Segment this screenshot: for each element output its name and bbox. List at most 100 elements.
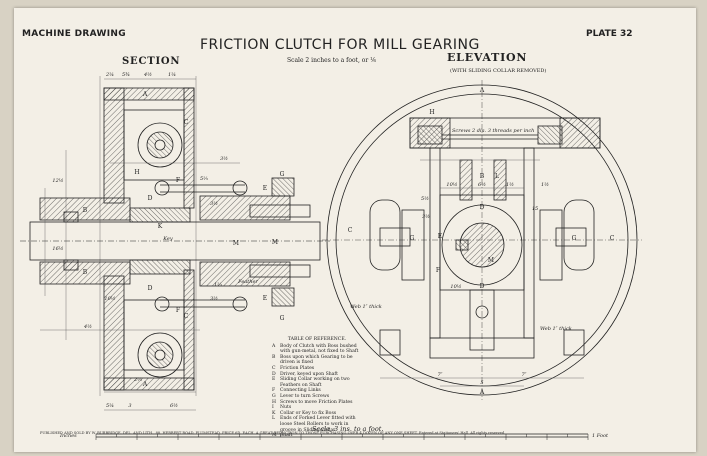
section-letter: D xyxy=(148,285,153,292)
reference-key: K xyxy=(272,410,276,416)
section-letter: M xyxy=(272,239,278,246)
section-dimension: 6½ xyxy=(170,402,178,409)
scale-bar xyxy=(95,433,589,440)
section-letter: E xyxy=(263,295,267,302)
section-dimension: 1⅓ xyxy=(214,282,222,288)
elevation-letter: C xyxy=(610,235,615,242)
series-label: MACHINE DRAWING xyxy=(22,29,126,39)
elevation-letters: A B C D E F G H L M D C G A xyxy=(348,87,615,396)
reference-text: Sliding Collar working on two Feathers o… xyxy=(280,377,350,388)
elevation-letter: A xyxy=(479,389,485,396)
reference-text: Collar or Key to fix Boss xyxy=(280,410,337,416)
section-dimension: 16½ xyxy=(52,245,63,252)
section-dimensions: 2¼ 5¾ 4½ 1¼ 3½ 5⅕ 3½ 12½ 16½ Key Feather… xyxy=(52,71,258,409)
reference-key: I xyxy=(272,405,274,411)
reference-table-row: K Collar or Key to fix Boss xyxy=(272,411,362,417)
section-letter: B xyxy=(83,207,88,214)
elevation-dimension: 5 xyxy=(480,380,483,386)
section-dimension: 5¼ xyxy=(106,402,114,409)
reference-table-title: TABLE OF REFERENCE. xyxy=(287,337,347,342)
reference-key: C xyxy=(272,365,276,371)
elevation-letter: F xyxy=(436,267,440,274)
reference-table-row: D Driver, keyed upon Shaft xyxy=(272,372,362,378)
elevation-letter: E xyxy=(438,233,442,240)
section-dimension: 12½ xyxy=(52,177,63,184)
reference-key: G xyxy=(272,393,276,399)
section-letter: A xyxy=(142,381,148,388)
section-letter: F xyxy=(176,307,180,314)
elevation-letter: H xyxy=(429,109,434,116)
elevation-dimension: 7″ xyxy=(437,372,442,378)
reference-key: E xyxy=(272,377,276,383)
section-letters: A B C D E F G H M K M B C D E F G A xyxy=(83,91,285,388)
elevation-dimension: 7″ xyxy=(521,372,526,378)
elevation-letter: A xyxy=(479,87,485,94)
elevation-letter: B xyxy=(480,173,485,180)
reference-table-row: F Connecting Links xyxy=(272,388,362,394)
elevation-dimension: 10½ xyxy=(446,181,457,188)
elevation-view-title: ELEVATION xyxy=(447,51,528,64)
reference-text: Shaft xyxy=(280,433,293,439)
reference-key: F xyxy=(272,388,276,394)
elevation-dimension: 5½ xyxy=(421,195,429,202)
reference-text: Ends of Forked Lever fitted with loose S… xyxy=(280,416,356,433)
section-dimension: 3½ xyxy=(220,155,228,162)
elevation-letter: G xyxy=(410,235,415,242)
page-title: FRICTION CLUTCH FOR MILL GEARING xyxy=(200,37,480,53)
section-dimension: 3½ xyxy=(210,200,218,207)
section-letter: M xyxy=(233,240,239,247)
elevation-view-subtitle: (WITH SLIDING COLLAR REMOVED) xyxy=(450,68,547,74)
elevation-dimension: 1½ xyxy=(541,181,549,188)
section-dimension: 2¼ xyxy=(105,71,114,78)
elevation-dimension: 1½ xyxy=(506,181,514,188)
reference-table-row: C Friction Plates xyxy=(272,366,362,372)
elevation-note: Web 1″ thick xyxy=(350,304,382,310)
reference-text: Friction Plates xyxy=(280,365,315,371)
elevation-dimensions: 10½ 6½ 1½ 5½ 15 3½ 1½ 7″ 7″ 5 10½ xyxy=(421,181,549,386)
reference-text: Nuts xyxy=(280,405,292,411)
section-dimension: 3 xyxy=(128,403,131,409)
publisher-footer: PUBLISHED AND SOLD BY W. BURBRIDGE, DEL.… xyxy=(40,431,506,435)
section-letter: F xyxy=(176,177,180,184)
section-dimension: Feather xyxy=(237,279,258,285)
scale-bar-left-label: Inches xyxy=(59,433,77,439)
section-dimension: 3½ xyxy=(210,295,218,302)
elevation-letter: D xyxy=(480,204,485,211)
section-view-title: SECTION xyxy=(122,56,181,67)
section-dimension: Key xyxy=(162,236,173,242)
reference-key: M xyxy=(272,433,277,439)
elevation-view xyxy=(322,80,642,400)
elevation-dimension: 3½ xyxy=(422,213,430,220)
section-letter: K xyxy=(158,223,163,230)
elevation-letter: G xyxy=(572,235,577,242)
reference-text: Lever to turn Screws xyxy=(280,393,330,399)
reference-key: D xyxy=(272,371,276,377)
scale-bar-right-label: 1 Foot xyxy=(592,433,609,439)
reference-text: Connecting Links xyxy=(280,388,321,394)
section-letter: D xyxy=(148,195,153,202)
reference-key: A xyxy=(272,343,276,349)
reference-table-row: I Nuts xyxy=(272,405,362,411)
reference-table-row: E Sliding Collar working on two Feathers … xyxy=(272,377,362,388)
reference-text: Driver, keyed upon Shaft xyxy=(280,371,338,377)
reference-text: Screws to move Friction Plates xyxy=(280,399,353,405)
elevation-dimension: 10½ xyxy=(450,283,461,290)
section-dimension: 10½ xyxy=(104,295,115,302)
section-dimension: 1¼ xyxy=(168,71,176,78)
section-letter: C xyxy=(184,119,189,126)
plate-number: PLATE 32 xyxy=(586,29,633,39)
reference-key: B xyxy=(272,354,276,360)
section-letter: A xyxy=(142,91,148,98)
scale-note: Scale 2 inches to a foot, or ⅙ xyxy=(287,57,376,64)
elevation-note: Web 1″ thick xyxy=(540,326,572,332)
section-letter: G xyxy=(280,171,285,178)
section-letter: H xyxy=(134,169,139,176)
elevation-letter: D xyxy=(480,283,485,290)
section-dimension: 5¾ xyxy=(122,71,130,78)
